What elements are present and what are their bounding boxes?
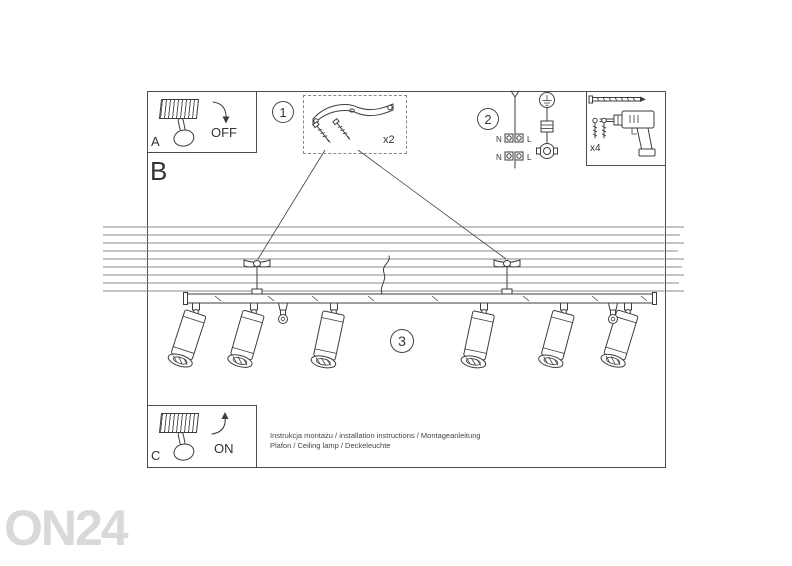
watermark-logo: ON24 [4,500,129,556]
wire-label-neutral-top: N [496,135,502,144]
panel-c-label: C [151,448,161,463]
switch-off-label: OFF [211,125,237,140]
step-2-badge: 2 [477,108,499,130]
panel-switch-off [147,91,257,153]
hand-icon [173,117,195,147]
sheet-border [147,91,666,468]
instructions-title-line2: Plafon / Ceiling lamp / Deckeleuchte [270,441,391,450]
curved-arrow-up-icon [211,412,229,435]
panel-a-label: A [151,134,160,149]
spotlight [310,302,345,369]
long-screw-icon [588,95,646,104]
step-3-badge: 3 [390,329,414,353]
screw-icon [312,121,331,144]
switch-on-label: ON [214,441,234,456]
panel-switch-on [147,405,257,468]
instructions-title-line1: Instrukcja montażu / installation instru… [270,431,481,440]
drill-icon [599,110,656,157]
power-wire [380,255,390,295]
ceiling-bracket-icon [243,259,271,295]
curved-arrow-down-icon [212,101,230,124]
step-2-number: 2 [484,111,492,127]
bracket-parts-box [303,95,407,154]
bracket-quantity-label: x2 [383,134,395,146]
light-switch-icon [158,99,200,119]
screws-quantity-label: x4 [590,143,601,154]
section-b-label: B [150,156,168,186]
wiring-diagram: N L N L [496,90,558,169]
lamp-rail [183,292,657,305]
ground-symbol-icon [539,92,555,108]
ceiling-bracket-icon [493,259,521,295]
ceiling-hatch [103,226,684,292]
spotlight [227,302,265,368]
wire-label-live-bottom: L [527,153,532,162]
assembly-guide-lines [257,149,507,260]
wire-label-neutral-bottom: N [496,153,502,162]
wall-screws-icon [592,117,607,139]
spotlight [460,302,495,369]
light-switch-icon [158,413,200,433]
spotlight [167,302,207,368]
panel-tools [586,91,666,166]
step-1-number: 1 [279,104,287,120]
spotlight [538,302,575,368]
wire-label-live-top: L [527,135,532,144]
screw-icon [332,118,351,141]
spotlight [600,302,639,368]
mounting-bracket-icon [312,103,394,126]
step-3-number: 3 [398,333,406,349]
cable-clamp-icon [536,143,558,159]
bulb-socket [607,302,619,324]
step-1-badge: 1 [272,101,294,123]
bulb-socket [277,302,289,324]
